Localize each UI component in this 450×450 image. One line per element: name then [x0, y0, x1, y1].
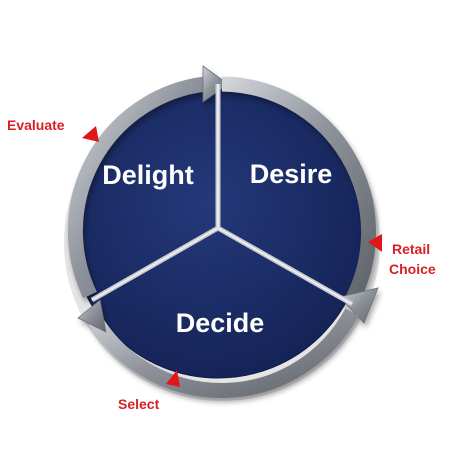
step-label-retail: Retail [392, 241, 430, 257]
segment-label-delight: Delight [102, 160, 194, 190]
ring-arc-decide [87, 308, 359, 399]
step-label-choice: Choice [389, 261, 436, 277]
spoke-lower-left-hl [91, 227, 219, 301]
step-label-evaluate: Evaluate [7, 117, 65, 133]
marker-evaluate [82, 126, 99, 142]
ring-arc-desire [221, 76, 377, 304]
cycle-ring [67, 65, 379, 399]
segment-label-desire: Desire [250, 159, 333, 189]
spokes [90, 84, 354, 307]
arrowhead-decide [77, 299, 107, 333]
segment-label-decide: Decide [176, 308, 265, 338]
arrowhead-desire [339, 287, 379, 324]
marker-select [166, 370, 180, 387]
ring-arc-delight [67, 76, 206, 299]
marker-retail-choice [368, 234, 382, 252]
step-label-select: Select [118, 396, 160, 412]
spoke-lower-right-hl [217, 227, 353, 305]
